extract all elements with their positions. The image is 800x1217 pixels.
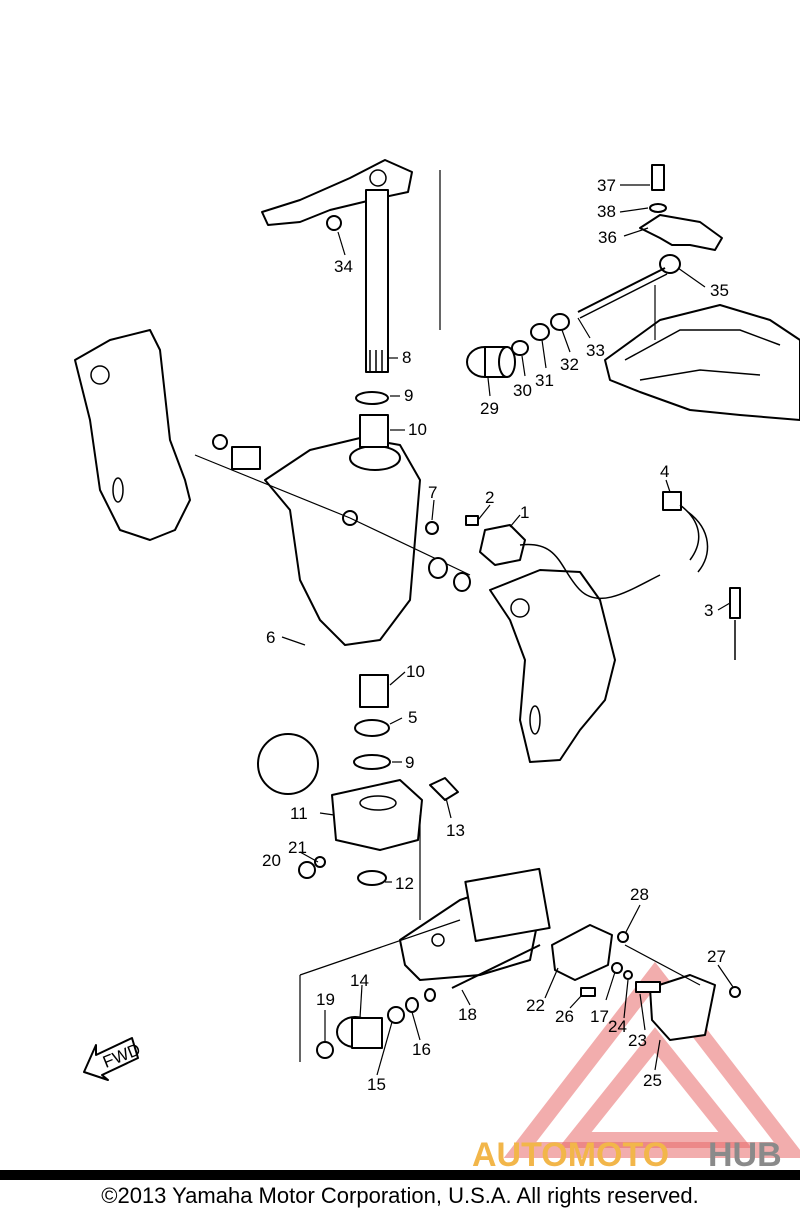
- part-label-31: 31: [535, 371, 554, 390]
- part-label-9-upper: 9: [404, 386, 413, 405]
- part-label-34: 34: [334, 257, 353, 276]
- copyright-notice: ©2013 Yamaha Motor Corporation, U.S.A. A…: [101, 1183, 699, 1208]
- part-label-21: 21: [288, 838, 307, 857]
- part-label-1: 1: [520, 503, 529, 522]
- part-label-26: 26: [555, 1007, 574, 1026]
- part-label-17: 17: [590, 1007, 609, 1026]
- part-label-29: 29: [480, 399, 499, 418]
- part-label-3: 3: [704, 601, 713, 620]
- leader-lines: [281, 184, 734, 1076]
- part-label-4: 4: [660, 462, 669, 481]
- part-label-30: 30: [513, 381, 532, 400]
- part-label-23: 23: [628, 1031, 647, 1050]
- part-label-37: 37: [597, 176, 616, 195]
- pivot-bushings: [212, 434, 471, 592]
- watermark-hub: HUB: [708, 1136, 782, 1174]
- fwd-label: FWD: [100, 1040, 143, 1072]
- part-label-15: 15: [367, 1075, 386, 1094]
- part-label-19: 19: [316, 990, 335, 1009]
- footer-divider: [0, 1170, 800, 1180]
- fwd-arrow: FWD: [83, 1037, 143, 1081]
- trim-sensor-assembly: [465, 491, 741, 660]
- part-label-5: 5: [408, 708, 417, 727]
- part-label-13: 13: [446, 821, 465, 840]
- part-label-22: 22: [526, 996, 545, 1015]
- part-label-10-upper: 10: [408, 420, 427, 439]
- part-label-38: 38: [597, 202, 616, 221]
- lower-mount-parts: [316, 867, 741, 1059]
- upper-mount-bushings: [466, 313, 570, 378]
- lower-bushing-stack: [257, 391, 459, 886]
- part-label-32: 32: [560, 355, 579, 374]
- part-label-12: 12: [395, 874, 414, 893]
- part-label-33: 33: [586, 341, 605, 360]
- watermark-logo: AUTOMOTO HUB: [472, 961, 800, 1174]
- part-label-10-lower: 10: [406, 662, 425, 681]
- clamp-bracket: [74, 329, 191, 541]
- watermark-auto: AUTOMOTO: [472, 1136, 669, 1174]
- part-label-14: 14: [350, 971, 369, 990]
- part-label-28: 28: [630, 885, 649, 904]
- part-label-8: 8: [402, 348, 411, 367]
- part-label-36: 36: [598, 228, 617, 247]
- swivel-bracket: [194, 437, 471, 646]
- part-label-6: 6: [266, 628, 275, 647]
- part-label-2: 2: [485, 488, 494, 507]
- part-label-18: 18: [458, 1005, 477, 1024]
- part-label-27: 27: [707, 947, 726, 966]
- part-label-7: 7: [428, 483, 437, 502]
- tilt-bracket: [489, 569, 616, 763]
- part-label-9-lower: 9: [405, 753, 414, 772]
- part-number-labels: 1 2 3 4 5 6 7 8 9 10 10 9 11 12 13 14 15…: [262, 176, 729, 1094]
- part-label-25: 25: [643, 1071, 662, 1090]
- part-label-35: 35: [710, 281, 729, 300]
- part-label-11: 11: [290, 804, 308, 823]
- part-label-16: 16: [412, 1040, 431, 1059]
- steering-arm-shaft: [261, 159, 413, 373]
- part-label-24: 24: [608, 1017, 627, 1036]
- frame-lines: [299, 170, 701, 1062]
- part-label-20: 20: [262, 851, 281, 870]
- upper-mount-parts: [577, 164, 800, 421]
